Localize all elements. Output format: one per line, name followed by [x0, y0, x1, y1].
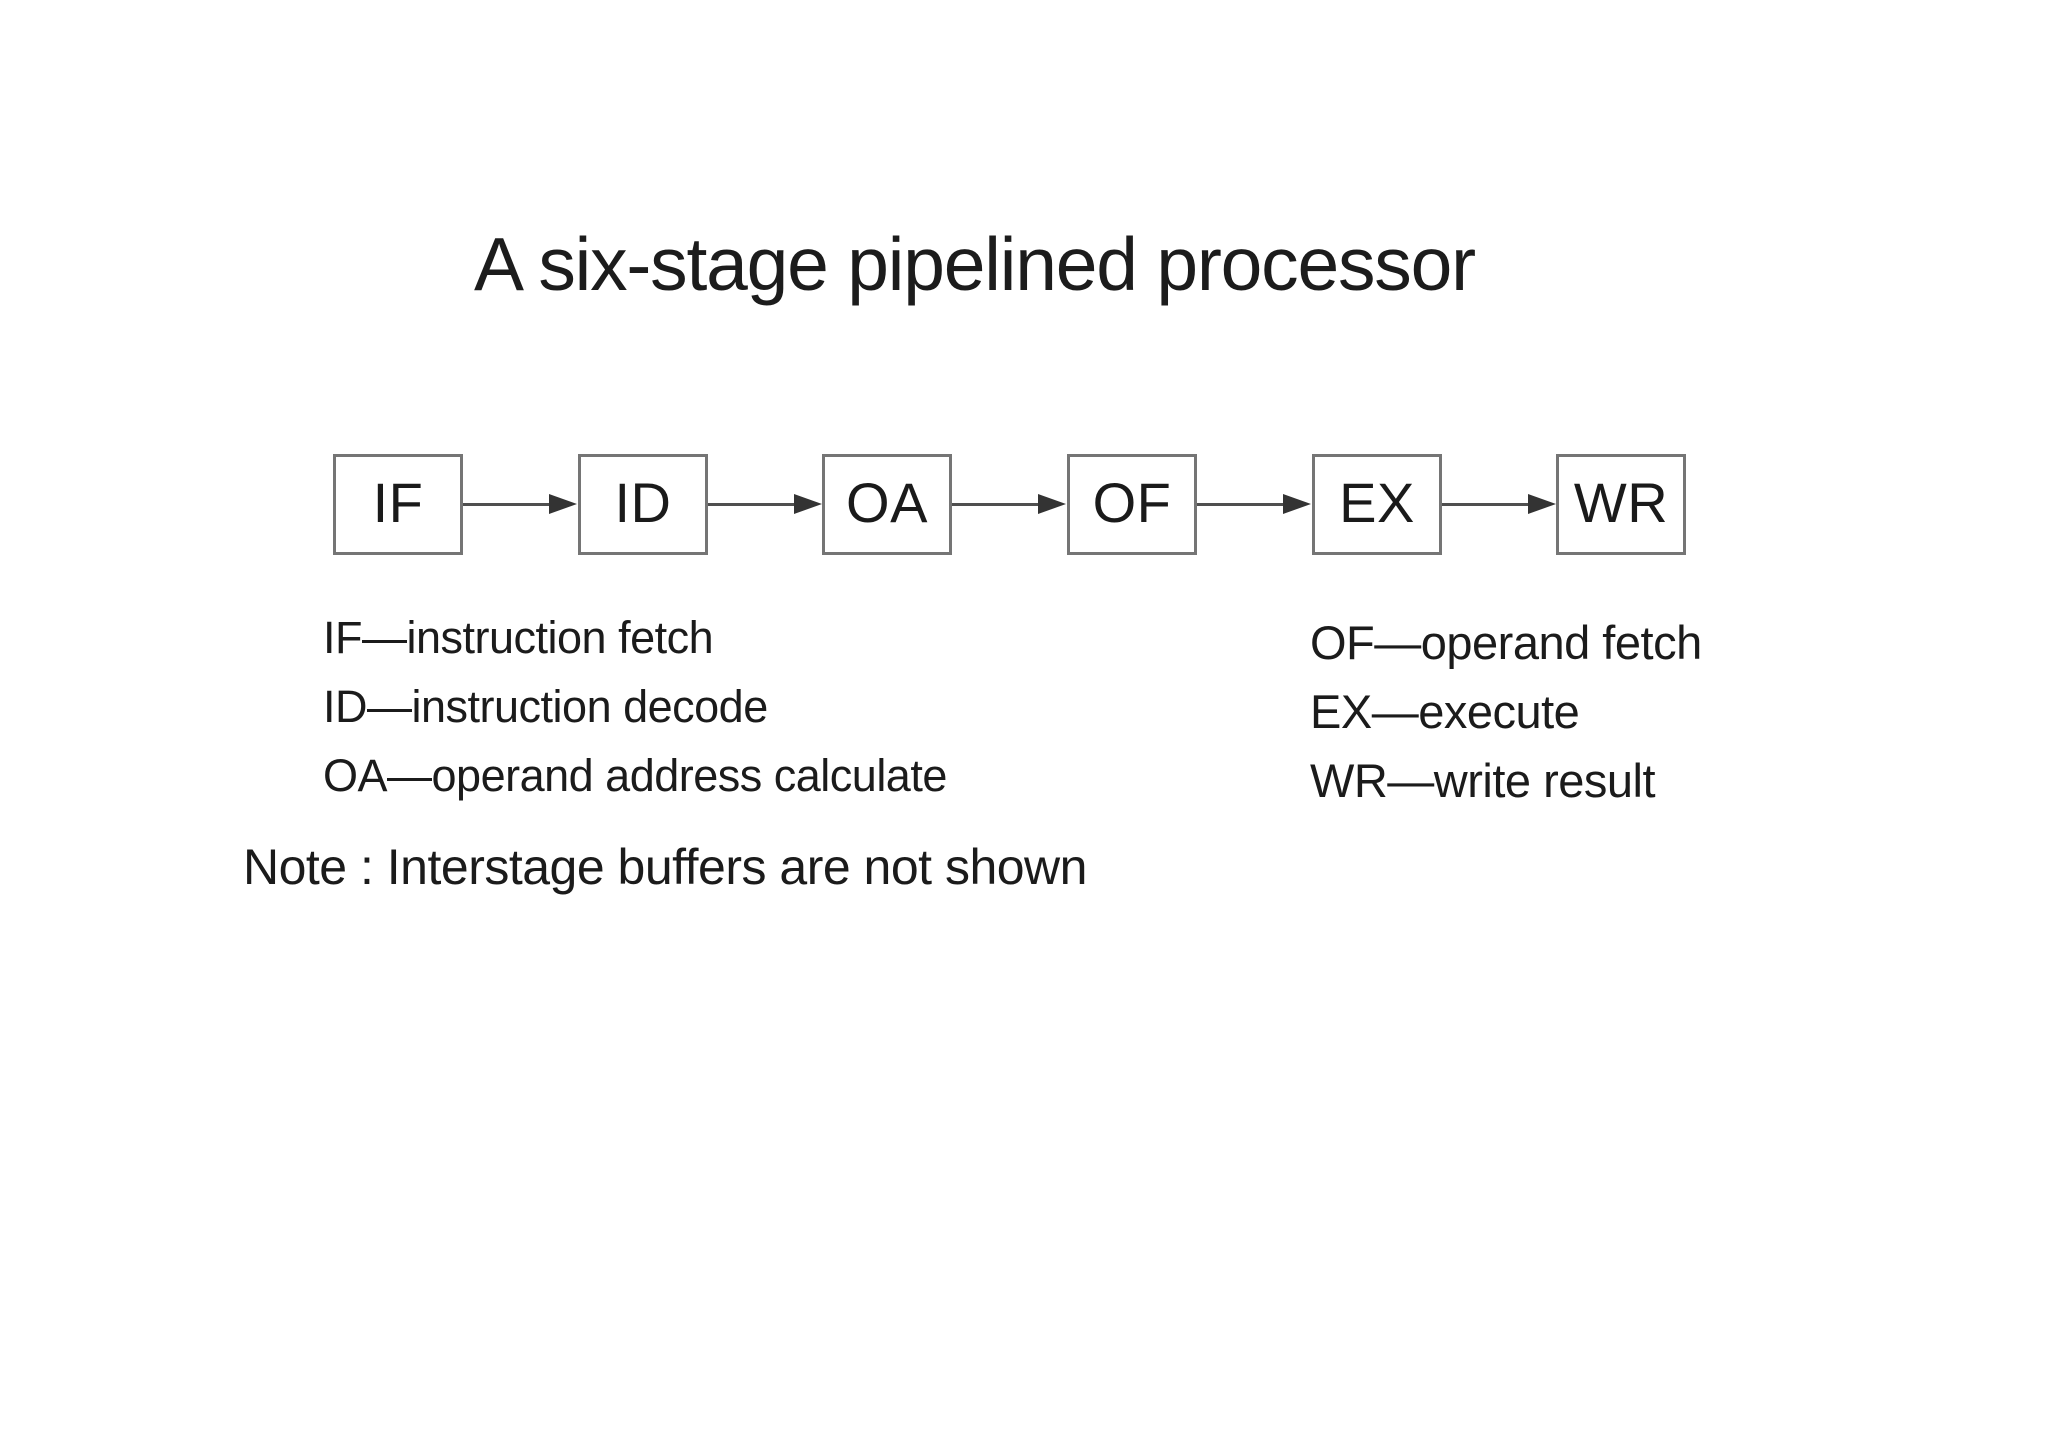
- stage-box-id: ID: [578, 454, 708, 555]
- stage-label-wr: WR: [1573, 470, 1669, 534]
- stage-box-oa: OA: [822, 454, 952, 555]
- legend-item-wr: WR—write result: [1310, 754, 1656, 807]
- arrow-shaft: [708, 503, 800, 506]
- legend-left-column: IF—instruction fetch ID—instruction deco…: [323, 603, 947, 810]
- arrow-head-icon: [794, 494, 822, 514]
- arrow-shaft: [1197, 503, 1289, 506]
- arrow-shaft: [463, 503, 555, 506]
- legend-item-ex: EX—execute: [1310, 685, 1580, 738]
- arrow-shaft: [952, 503, 1044, 506]
- arrow-shaft: [1442, 503, 1534, 506]
- legend-item-oa: OA—operand address calculate: [323, 750, 947, 801]
- arrow-head-icon: [1528, 494, 1556, 514]
- arrow-head-icon: [1038, 494, 1066, 514]
- legend-item-if: IF—instruction fetch: [323, 612, 714, 663]
- legend-right-column: OF—operand fetch EX—execute WR—write res…: [1310, 608, 1702, 815]
- flow-arrow-icon: [708, 494, 822, 514]
- stage-label-id: ID: [614, 470, 672, 534]
- page-title: A six-stage pipelined processor: [474, 222, 1476, 306]
- stage-label-ex: EX: [1339, 470, 1415, 534]
- stage-label-of: OF: [1092, 470, 1172, 534]
- stage-box-if: IF: [333, 454, 463, 555]
- stage-box-ex: EX: [1312, 454, 1442, 555]
- stage-label-oa: OA: [846, 470, 928, 534]
- stage-box-of: OF: [1067, 454, 1197, 555]
- legend-item-id: ID—instruction decode: [323, 681, 768, 732]
- note-text: Note : Interstage buffers are not shown: [243, 839, 1087, 895]
- flow-arrow-icon: [1197, 494, 1311, 514]
- legend-item-of: OF—operand fetch: [1310, 616, 1702, 669]
- stage-box-wr: WR: [1556, 454, 1686, 555]
- flow-arrow-icon: [463, 494, 577, 514]
- flow-arrow-icon: [952, 494, 1066, 514]
- stage-label-if: IF: [372, 470, 424, 534]
- flow-arrow-icon: [1442, 494, 1556, 514]
- arrow-head-icon: [1283, 494, 1311, 514]
- arrow-head-icon: [549, 494, 577, 514]
